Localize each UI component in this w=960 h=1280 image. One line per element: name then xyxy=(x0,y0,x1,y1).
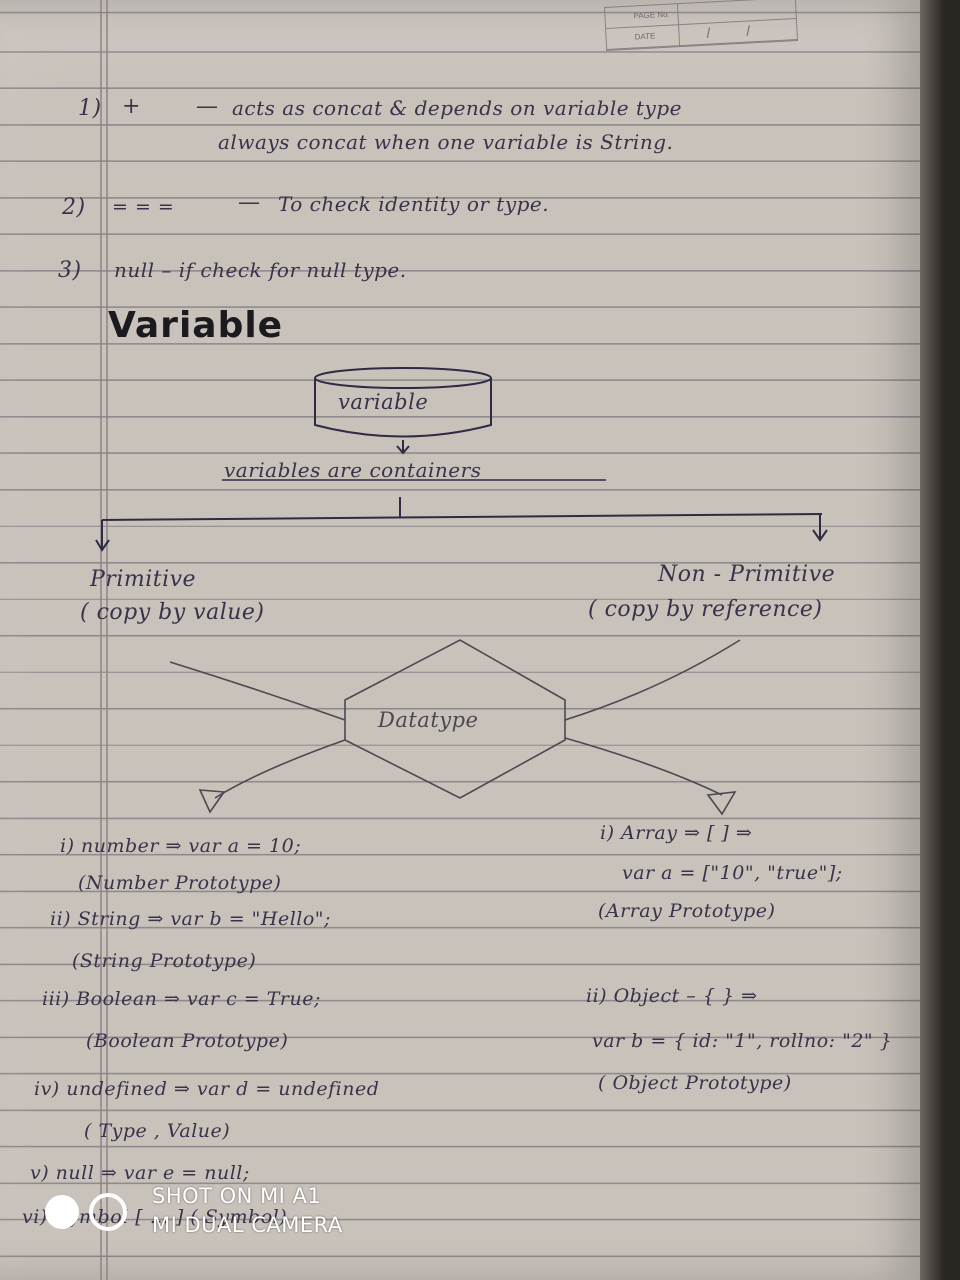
camera-logo-icon xyxy=(45,1193,127,1231)
margin-line xyxy=(100,0,102,1280)
cylinder-shape xyxy=(314,367,492,455)
primitive-item: (Boolean Prototype) xyxy=(86,1030,289,1052)
primitive-item: v) null ⇒ var e = null; xyxy=(30,1162,250,1184)
note-3-number: 3) xyxy=(58,258,82,283)
nonprimitive-item: ( Object Prototype) xyxy=(598,1072,792,1094)
note-1-operator: + xyxy=(122,94,141,119)
note-1-text: acts as concat & depends on variable typ… xyxy=(232,96,682,120)
note-2-operator: = = = xyxy=(112,196,175,218)
nonprimitive-item: i) Array ⇒ [ ] ⇒ xyxy=(600,822,753,844)
primitive-item: (String Prototype) xyxy=(72,950,257,972)
nonprimitive-sub: ( copy by reference) xyxy=(588,597,823,622)
nonprimitive-label: Non - Primitive xyxy=(658,562,836,587)
primitive-item: (Number Prototype) xyxy=(78,872,282,894)
watermark-line-2: MI DUAL CAMERA xyxy=(152,1213,343,1237)
nonprimitive-item: var a = ["10", "true"]; xyxy=(622,862,843,884)
primitive-item: iv) undefined ⇒ var d = undefined xyxy=(34,1078,380,1100)
note-1-number: 1) xyxy=(78,96,102,121)
note-1-dash: — xyxy=(196,94,219,119)
note-3-text: null – if check for null type. xyxy=(114,258,407,282)
variable-heading: Variable xyxy=(108,305,284,346)
primitive-label: Primitive xyxy=(90,567,197,592)
note-1b-text: always concat when one variable is Strin… xyxy=(218,130,674,154)
margin-line xyxy=(106,0,108,1280)
watermark-line-1: SHOT ON MI A1 xyxy=(152,1184,322,1208)
primitive-item: ( Type , Value) xyxy=(84,1120,231,1142)
camera-watermark: SHOT ON MI A1 MI DUAL CAMERA xyxy=(152,1182,343,1240)
nonprimitive-item: ii) Object – { } ⇒ xyxy=(586,985,758,1007)
datatype-label: Datatype xyxy=(378,708,479,732)
cylinder-label: variable xyxy=(338,390,429,414)
nonprimitive-item: var b = { id: "1", rollno: "2" } xyxy=(592,1030,893,1052)
primitive-item: ii) String ⇒ var b = "Hello"; xyxy=(50,908,331,930)
primitive-item: vi) Symbol [ ... ] ( Symbol) xyxy=(22,1206,288,1228)
primitive-item: i) number ⇒ var a = 10; xyxy=(60,835,302,857)
containers-text: variables are containers xyxy=(224,458,482,482)
branch-lines xyxy=(95,497,828,552)
nonprimitive-item: (Array Prototype) xyxy=(598,900,776,922)
pencil-arrows xyxy=(169,639,741,816)
note-2-text: To check identity or type. xyxy=(278,192,550,216)
variable-diagram xyxy=(95,367,828,816)
primitive-sub: ( copy by value) xyxy=(80,600,265,625)
note-2-number: 2) xyxy=(62,195,86,220)
note-2-dash: — xyxy=(238,190,261,215)
notebook-page: PAGE No. DATE / / 1) + — acts as concat … xyxy=(0,0,930,1280)
primitive-item: iii) Boolean ⇒ var c = True; xyxy=(42,988,321,1010)
notebook-edge-shadow xyxy=(920,0,960,1280)
